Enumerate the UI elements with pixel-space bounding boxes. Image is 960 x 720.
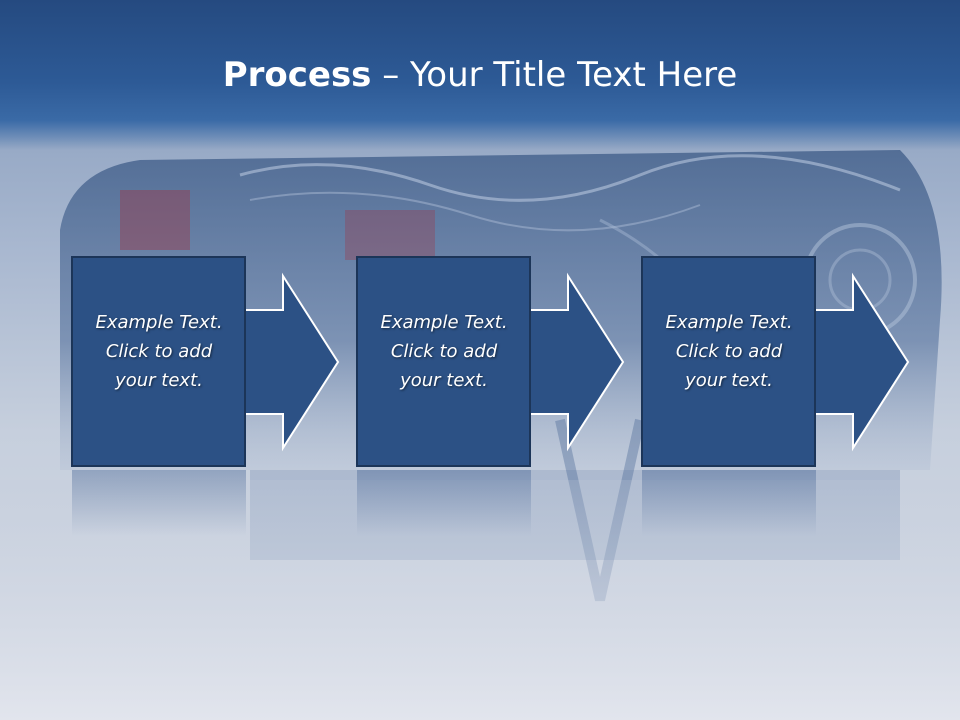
step-3-reflection [642,470,816,536]
title-bold-text: Process [222,55,372,95]
process-step-2[interactable]: Example Text. Click to add your text. [356,256,636,468]
process-step-1[interactable]: Example Text. Click to add your text. [71,256,351,468]
step-2-arrow-box [356,256,625,467]
step-3-arrow-box [641,256,910,467]
process-step-3[interactable]: Example Text. Click to add your text. [641,256,921,468]
step-2-text[interactable]: Example Text. Click to add your text. [380,312,508,391]
slide-title[interactable]: Process – Your Title Text Here [0,52,960,98]
step-2-reflection [357,470,531,536]
step-1-reflection [72,470,246,536]
step-3-text[interactable]: Example Text. Click to add your text. [665,312,793,391]
step-1-arrow-box [71,256,340,467]
title-bar [0,0,960,150]
step-1-text[interactable]: Example Text. Click to add your text. [95,312,223,391]
title-rest-text: – Your Title Text Here [371,55,738,95]
